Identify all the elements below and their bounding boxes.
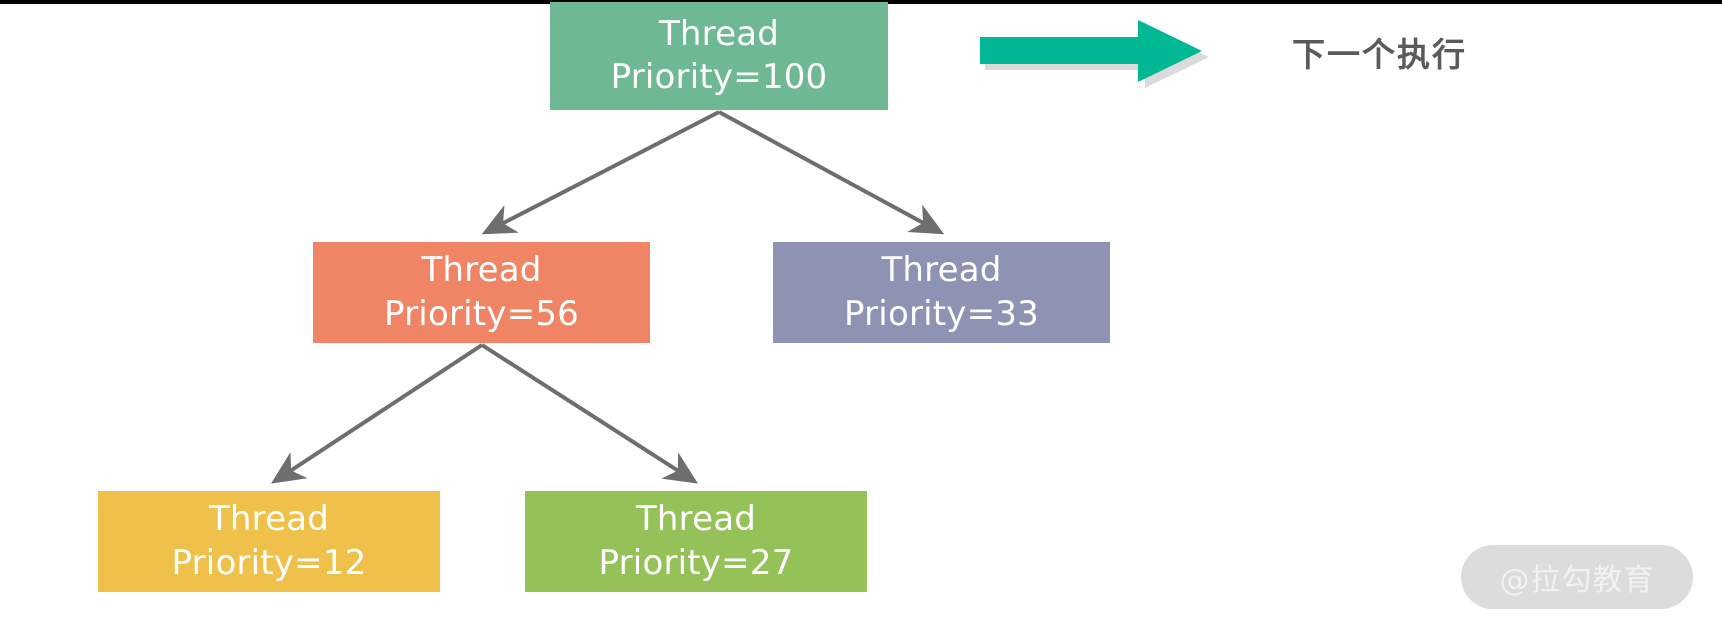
thread-node-priority-56-line2: Priority=56 [384,293,579,334]
edge-root-to-p33 [718,110,945,235]
thread-node-priority-33[interactable]: Thread Priority=33 [773,242,1110,343]
thread-node-priority-12-line1: Thread [208,499,330,540]
thread-node-priority-56-line1: Thread [421,250,542,291]
thread-node-priority-27[interactable]: Thread Priority=27 [525,491,867,592]
thread-node-priority-33-line1: Thread [881,250,1002,291]
thread-node-priority-27-line1: Thread [635,499,757,540]
edge-p56-to-p12 [270,343,484,484]
edge-root-to-p56 [481,110,720,235]
right-arrow-icon [980,20,1209,88]
thread-node-priority-33-line2: Priority=33 [844,293,1039,334]
watermark-badge: @拉勾教育 [1461,545,1693,609]
thread-node-root[interactable]: Thread Priority=100 [550,2,888,110]
thread-node-priority-56[interactable]: Thread Priority=56 [313,242,650,343]
callout-label: 下一个执行 [1292,35,1467,74]
edge-p56-to-p27 [480,343,699,484]
thread-node-priority-27-line2: Priority=27 [598,542,794,583]
thread-node-root-line2: Priority=100 [610,57,828,97]
thread-node-root-line1: Thread [658,13,780,54]
thread-node-priority-12[interactable]: Thread Priority=12 [98,491,440,592]
thread-node-priority-12-line2: Priority=12 [171,542,367,583]
watermark-text: @拉勾教育 [1499,563,1655,598]
